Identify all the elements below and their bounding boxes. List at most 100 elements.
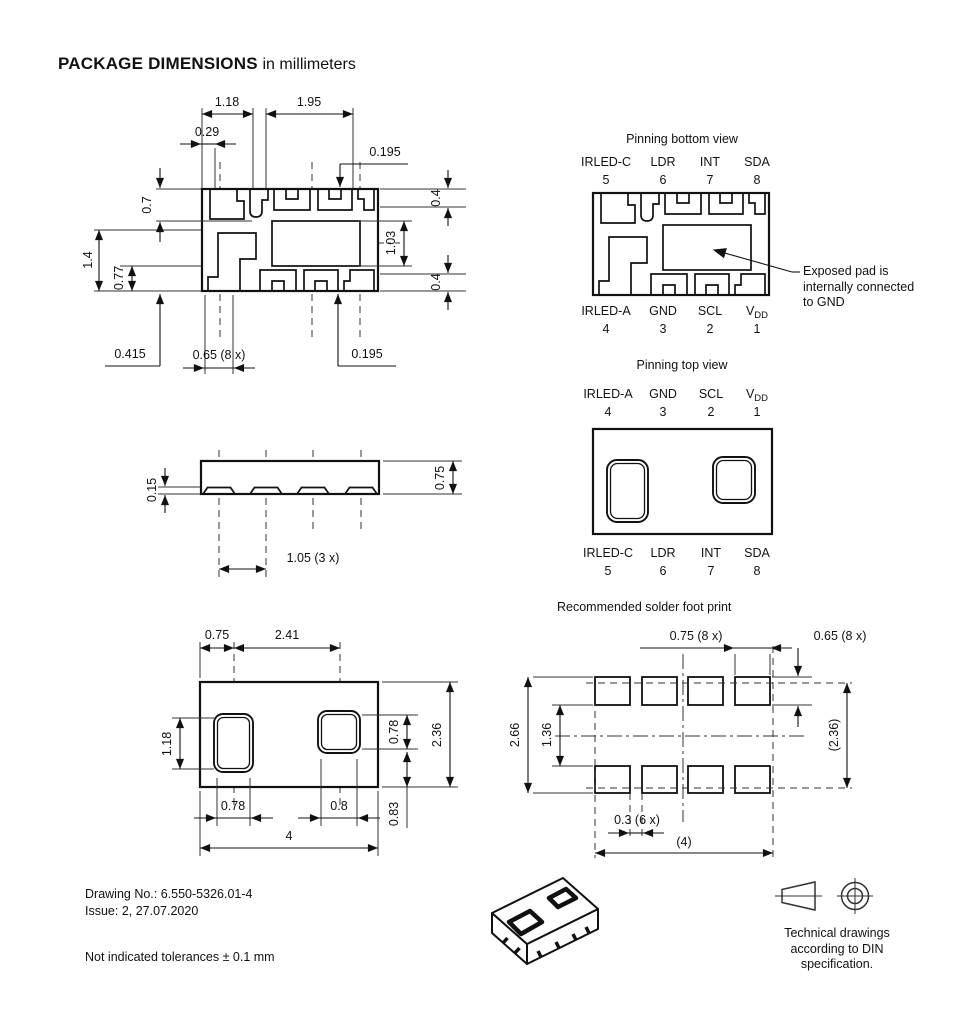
pinning-bottom-title: Pinning bottom view bbox=[626, 132, 738, 146]
tolerance-note: Not indicated tolerances ± 0.1 mm bbox=[85, 950, 275, 964]
package-pins-3d bbox=[501, 926, 591, 958]
package-windows-3d bbox=[506, 886, 579, 937]
dim-label: 2.36 bbox=[430, 723, 444, 747]
pinning-bottom-view: Pinning bottom view IRLED-C LDR INT SDA … bbox=[560, 118, 968, 363]
pin-number: 3 bbox=[659, 405, 667, 419]
dimension-lines bbox=[175, 643, 455, 853]
dim-label: 0.415 bbox=[114, 347, 145, 361]
dim-label: 1.03 bbox=[384, 231, 398, 255]
package-feet bbox=[202, 486, 378, 495]
pin-number: 7 bbox=[707, 564, 715, 578]
drawing-info: Drawing No.: 6.550-5326.01-4 Issue: 2, 2… bbox=[85, 886, 252, 919]
pinning-top-view: Pinning top view IRLED-A GND SCL VDD 4 3… bbox=[560, 348, 860, 593]
pin-label: INT bbox=[700, 546, 722, 560]
pinning-top-title: Pinning top view bbox=[636, 358, 728, 372]
pin-label: INT bbox=[699, 155, 721, 169]
dim-label: 0.65 (8 x) bbox=[193, 348, 246, 362]
dim-label: 1.05 (3 x) bbox=[287, 551, 340, 565]
din-projection-symbol bbox=[775, 878, 873, 914]
pin-number: 2 bbox=[706, 322, 714, 336]
pinning-bottom-drawing bbox=[591, 191, 800, 297]
pin-number: 5 bbox=[602, 173, 610, 187]
pin-label: GND bbox=[649, 387, 677, 401]
dimension-labels: 0.15 0.75 1.05 (3 x) bbox=[145, 466, 447, 565]
pin-label: SDA bbox=[744, 155, 770, 169]
exposed-pad-note: Exposed pad is internally connected to G… bbox=[803, 264, 915, 309]
optical-windows bbox=[606, 456, 756, 523]
drawing-number: Drawing No.: 6.550-5326.01-4 bbox=[85, 887, 253, 901]
page-title: PACKAGE DIMENSIONS in millimeters bbox=[58, 54, 356, 74]
frustum-icon bbox=[775, 881, 822, 911]
pin-number: 5 bbox=[604, 564, 612, 578]
pin-number: 3 bbox=[659, 322, 667, 336]
pin-label: SCL bbox=[697, 304, 723, 318]
centerlines bbox=[555, 646, 852, 858]
solder-footprint-drawing: 0.75 (8 x) 0.65 (8 x) 2.66 1.36 (2.36) 0… bbox=[508, 629, 866, 858]
din-note-text: Technical drawings according to DIN spec… bbox=[784, 926, 890, 971]
dim-label: 1.95 bbox=[297, 95, 321, 109]
pin-number: 1 bbox=[753, 405, 761, 419]
dimension-labels: 1.18 1.95 0.29 0.195 0.7 1.4 0.77 0.4 1.… bbox=[81, 95, 443, 362]
target-circle-icon bbox=[837, 878, 873, 914]
dim-label: 0.75 (8 x) bbox=[670, 629, 723, 643]
extension-lines bbox=[533, 654, 812, 794]
dim-label: (4) bbox=[676, 835, 691, 849]
pin-label: LDR bbox=[650, 155, 676, 169]
page-title-bold: PACKAGE DIMENSIONS bbox=[58, 54, 258, 73]
pin-label: IRLED-C bbox=[582, 546, 634, 560]
pin-number: 1 bbox=[753, 322, 761, 336]
pin-label: IRLED-A bbox=[581, 304, 631, 318]
pin-label: LDR bbox=[650, 546, 676, 560]
dimension-labels: 0.75 2.41 1.18 0.78 2.36 0.83 0.78 0.8 4 bbox=[160, 628, 444, 843]
dimension-lines bbox=[94, 109, 453, 373]
drawing-issue: Issue: 2, 27.07.2020 bbox=[85, 903, 199, 918]
package-3d-view bbox=[491, 877, 599, 965]
dim-label: 0.65 (8 x) bbox=[814, 629, 867, 643]
dim-label: 2.66 bbox=[508, 723, 522, 747]
bottom-view-drawing: 1.18 1.95 0.29 0.195 0.7 1.4 0.77 0.4 1.… bbox=[81, 95, 466, 374]
dim-label: 0.77 bbox=[112, 266, 126, 290]
pin-number: 6 bbox=[659, 173, 667, 187]
pin-label: GND bbox=[649, 304, 677, 318]
dim-label: 1.18 bbox=[215, 95, 239, 109]
pin-label: SDA bbox=[744, 546, 770, 560]
dim-label: 4 bbox=[286, 829, 293, 843]
footprint-title: Recommended solder foot print bbox=[557, 600, 732, 614]
pin-label: IRLED-A bbox=[583, 387, 633, 401]
pin-number: 2 bbox=[707, 405, 715, 419]
pin-label: IRLED-C bbox=[580, 155, 632, 169]
dim-label: 0.78 bbox=[221, 799, 245, 813]
dimension-lines bbox=[160, 461, 458, 574]
pin-number: 4 bbox=[602, 322, 610, 336]
exposed-pad-leader bbox=[712, 248, 800, 273]
dim-label: 0.75 bbox=[433, 466, 447, 490]
dim-label: 0.15 bbox=[145, 478, 159, 502]
optical-windows bbox=[213, 710, 361, 773]
dim-label: 0.75 bbox=[205, 628, 229, 642]
dim-label: 0.4 bbox=[429, 273, 443, 290]
dim-label: 0.7 bbox=[140, 196, 154, 213]
side-view-drawing: 0.15 0.75 1.05 (3 x) bbox=[145, 450, 462, 582]
dim-label: 0.78 bbox=[387, 720, 401, 744]
dimension-lines bbox=[523, 643, 852, 858]
dim-label: 0.195 bbox=[369, 145, 400, 159]
top-view-drawing: 0.75 2.41 1.18 0.78 2.36 0.83 0.78 0.8 4 bbox=[160, 628, 458, 856]
pin-number: 6 bbox=[659, 564, 667, 578]
pin-number: 8 bbox=[753, 564, 761, 578]
dim-label: 2.41 bbox=[275, 628, 299, 642]
dim-label: 1.36 bbox=[540, 723, 554, 747]
dim-label: 1.4 bbox=[81, 251, 95, 268]
pin-number: 4 bbox=[604, 405, 612, 419]
dim-label: 0.3 (6 x) bbox=[614, 813, 660, 827]
pin-label: VDD bbox=[745, 387, 769, 404]
pin-number: 8 bbox=[753, 173, 761, 187]
pinning-top-drawing bbox=[591, 427, 774, 536]
dimension-labels: 0.75 (8 x) 0.65 (8 x) 2.66 1.36 (2.36) 0… bbox=[508, 629, 866, 849]
extension-lines bbox=[94, 108, 466, 374]
dim-label: 1.18 bbox=[160, 732, 174, 756]
extension-lines bbox=[158, 460, 462, 495]
dim-label: 0.4 bbox=[429, 189, 443, 206]
pin-number: 7 bbox=[706, 173, 714, 187]
dim-label: 0.83 bbox=[387, 802, 401, 826]
